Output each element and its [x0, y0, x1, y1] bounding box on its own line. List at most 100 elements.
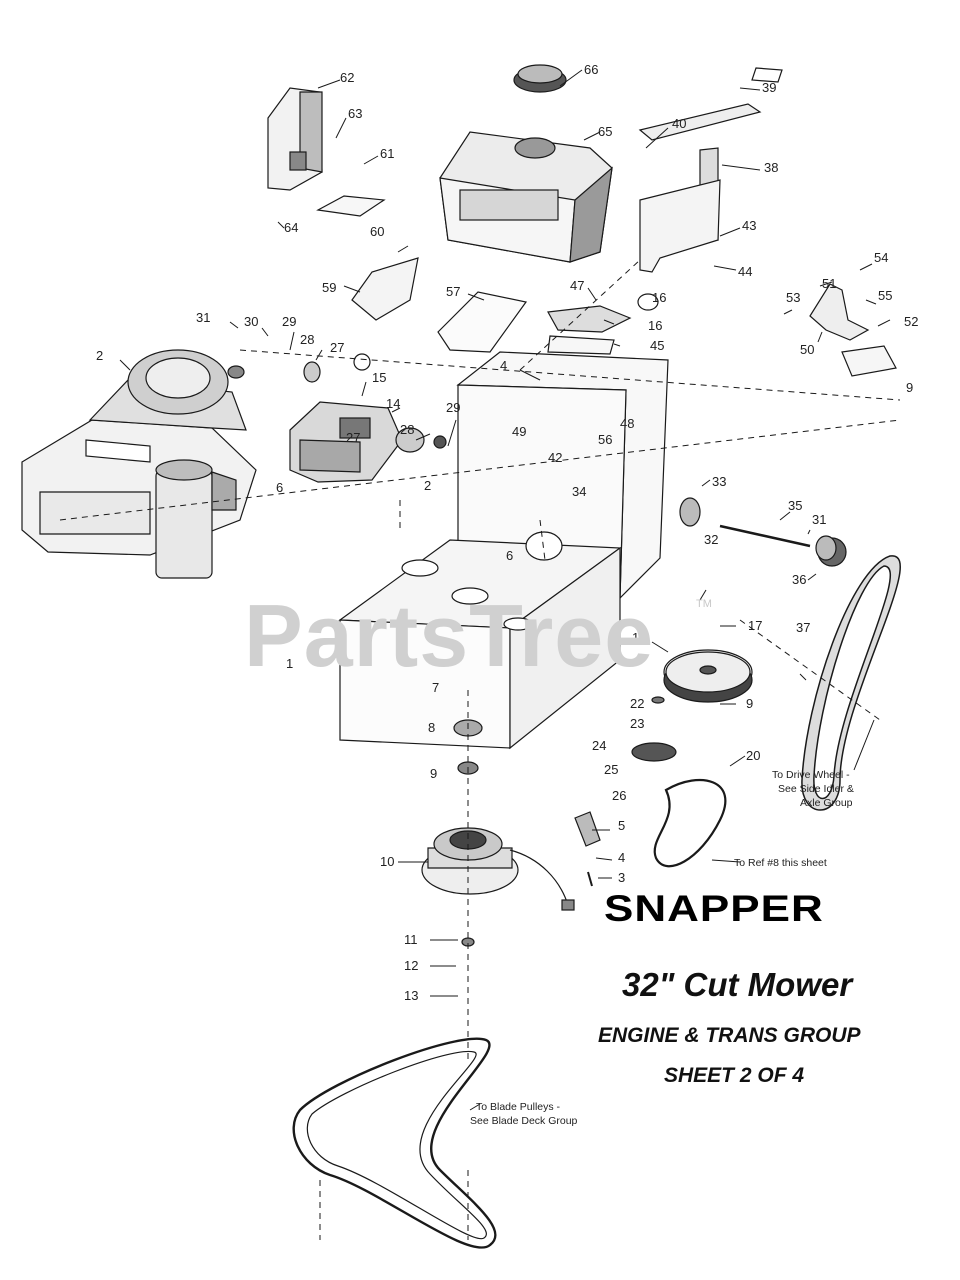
engine: [21, 349, 257, 579]
callout-c27b: 27: [346, 430, 360, 445]
callout-c37: 37: [796, 620, 810, 635]
callout-c2a: 2: [96, 348, 103, 363]
callout-c16a: 16: [652, 290, 666, 305]
callout-c30: 30: [244, 314, 258, 329]
note-drive-wheel-3: Axle Group: [800, 797, 853, 809]
callout-c5: 5: [618, 818, 625, 833]
callout-c18: 18: [632, 630, 646, 645]
callout-c13: 13: [404, 988, 418, 1003]
callout-c6b: 6: [506, 548, 513, 563]
note-drive-wheel-1: To Drive Wheel -: [772, 769, 850, 781]
callout-c51: 51: [822, 276, 836, 291]
callout-c2b: 2: [424, 478, 431, 493]
pulley-24: [631, 742, 677, 762]
pulley-18: [663, 649, 753, 703]
fuel-cap: [513, 64, 567, 159]
callout-c9c: 9: [430, 766, 437, 781]
callout-c47: 47: [570, 278, 584, 293]
note-blade-2: See Blade Deck Group: [470, 1115, 578, 1127]
callout-c62: 62: [340, 70, 354, 85]
callout-c44: 44: [738, 264, 752, 279]
model-title: 32" Cut Mower: [622, 966, 853, 1003]
callout-c31b: 31: [812, 512, 826, 527]
callout-c32: 32: [704, 532, 718, 547]
callout-c12: 12: [404, 958, 418, 973]
sheet-number: SHEET 2 OF 4: [664, 1064, 805, 1087]
callout-c64: 64: [284, 220, 298, 235]
callout-c59: 59: [322, 280, 336, 295]
callout-c35: 35: [788, 498, 802, 513]
plate-57: [437, 291, 528, 353]
callout-c29b: 29: [446, 400, 460, 415]
callout-c25: 25: [604, 762, 618, 777]
callout-c31: 31: [196, 310, 210, 325]
callout-c4b: 4: [618, 850, 625, 865]
bracket-62: [267, 87, 323, 191]
callout-c15: 15: [372, 370, 386, 385]
drive-belt: [801, 555, 901, 811]
callout-c56: 56: [598, 432, 612, 447]
plate-59: [351, 257, 419, 321]
bracket-38: [638, 67, 783, 273]
watermark: PartsTree: [244, 586, 655, 685]
callout-c60: 60: [370, 224, 384, 239]
callout-c34: 34: [572, 484, 586, 499]
callout-c55: 55: [878, 288, 892, 303]
callout-c29: 29: [282, 314, 296, 329]
callout-c23: 23: [630, 716, 644, 731]
frame: [338, 351, 669, 750]
callout-c40: 40: [672, 116, 686, 131]
callout-c45: 45: [650, 338, 664, 353]
callout-c28: 28: [300, 332, 314, 347]
fuel-tank: [439, 131, 613, 263]
callout-c33: 33: [712, 474, 726, 489]
callout-c6a: 6: [276, 480, 283, 495]
transmission: [289, 401, 447, 483]
callout-c48: 48: [620, 416, 634, 431]
callout-c28b: 28: [400, 422, 414, 437]
callout-c1: 1: [286, 656, 293, 671]
callout-c65: 65: [598, 124, 612, 139]
callout-c16b: 16: [648, 318, 662, 333]
callout-c38: 38: [764, 160, 778, 175]
callout-c11: 11: [404, 932, 418, 947]
callout-c53: 53: [786, 290, 800, 305]
callout-c42: 42: [548, 450, 562, 465]
bracket-16: [547, 305, 632, 333]
plate-61: [316, 195, 386, 217]
callout-c52: 52: [904, 314, 918, 329]
clutch: [421, 827, 575, 911]
callout-c27: 27: [330, 340, 344, 355]
group-title: ENGINE & TRANS GROUP: [598, 1024, 861, 1047]
callout-c20: 20: [746, 748, 760, 763]
watermark-trademark: TM: [696, 598, 712, 610]
callout-c14: 14: [386, 396, 400, 411]
callout-c63: 63: [348, 106, 362, 121]
belt-20: [653, 778, 727, 868]
callout-c10: 10: [380, 854, 394, 869]
callout-c43: 43: [742, 218, 756, 233]
pulley-36: [719, 524, 847, 567]
callout-c36: 36: [792, 572, 806, 587]
callout-c8: 8: [428, 720, 435, 735]
note-drive-wheel-2: See Side Idler &: [778, 783, 854, 795]
callout-c4a: 4: [500, 358, 507, 373]
callout-c9b: 9: [746, 696, 753, 711]
callout-c7: 7: [432, 680, 439, 695]
callout-c54: 54: [874, 250, 888, 265]
blade-belt: [292, 1037, 497, 1249]
bracket-50: [809, 283, 870, 341]
callout-c57: 57: [446, 284, 460, 299]
callout-c22: 22: [630, 696, 644, 711]
callout-c61: 61: [380, 146, 394, 161]
callout-c49: 49: [512, 424, 526, 439]
callout-c39: 39: [762, 80, 776, 95]
callout-c3: 3: [618, 870, 625, 885]
callout-c66: 66: [584, 62, 598, 77]
note-blade-1: To Blade Pulleys -: [476, 1101, 561, 1113]
note-ref8: To Ref #8 this sheet: [734, 857, 827, 869]
callout-c50: 50: [800, 342, 814, 357]
callout-c24: 24: [592, 738, 606, 753]
